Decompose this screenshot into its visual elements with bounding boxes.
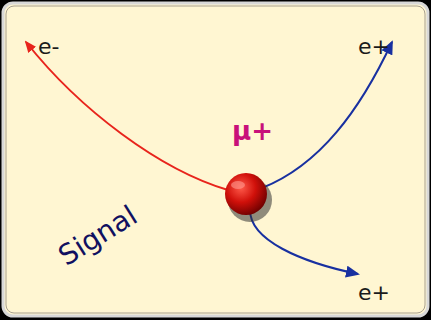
ball-highlight — [231, 181, 245, 189]
muon-label: μ+ — [232, 118, 273, 144]
positron-track — [262, 42, 392, 188]
panel-edge — [6, 6, 425, 313]
muon-ball — [225, 173, 267, 215]
particle-label: e+ — [358, 282, 390, 304]
panel — [3, 3, 428, 316]
particle-label: e+ — [358, 36, 390, 58]
electron-track — [26, 42, 228, 190]
positron-track — [250, 210, 358, 274]
particle-label: e- — [38, 36, 59, 58]
